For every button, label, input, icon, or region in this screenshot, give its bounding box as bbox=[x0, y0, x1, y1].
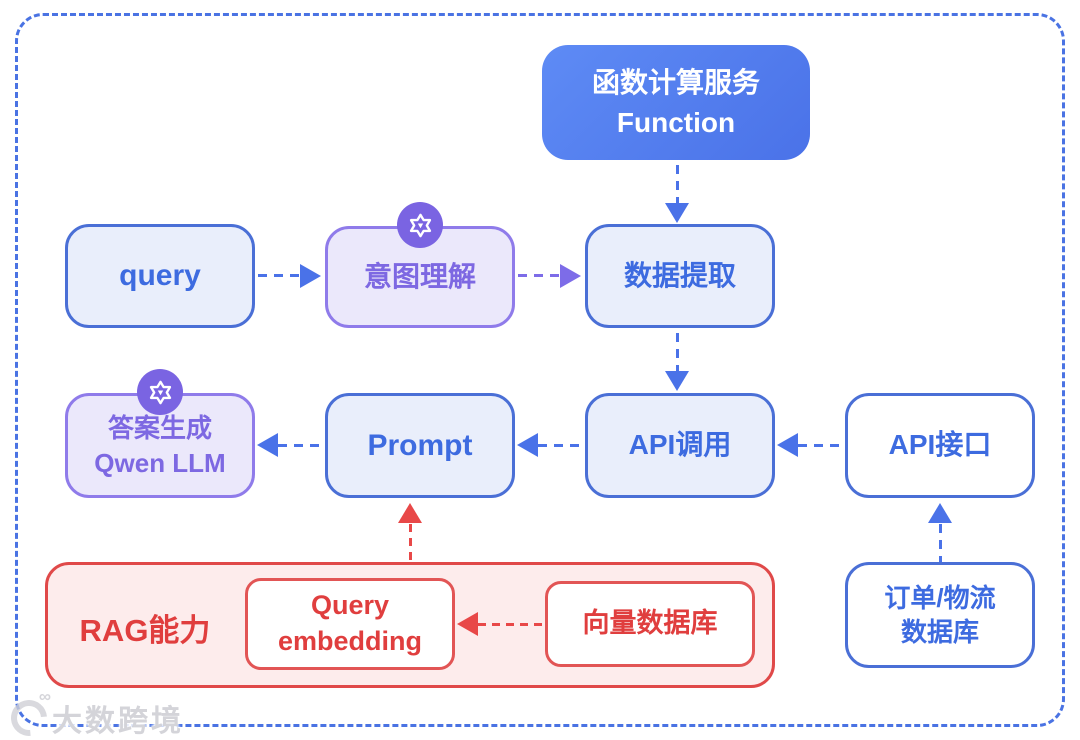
arrow-left-icon bbox=[257, 433, 278, 457]
rag-capability-label: RAG能力 bbox=[79, 613, 211, 648]
qwen-logo-icon bbox=[397, 202, 443, 248]
node-query-embedding: Query embedding bbox=[245, 578, 455, 670]
qwen-logo-icon bbox=[137, 369, 183, 415]
arrow-rag-to-prompt-line bbox=[409, 524, 412, 562]
arc-infinity-logo-icon: ∞ bbox=[3, 687, 55, 740]
watermark: ∞ 大数跨境 bbox=[3, 687, 184, 740]
arrow-right-icon bbox=[300, 264, 321, 288]
arrow-left-icon bbox=[517, 433, 538, 457]
answer-label-en: Qwen LLM bbox=[94, 447, 226, 478]
arrow-up-icon bbox=[398, 503, 422, 523]
arrow-function-to-extract-line bbox=[676, 165, 679, 203]
diagram-outer-dashed-frame bbox=[15, 13, 1065, 727]
arrow-left-icon bbox=[777, 433, 798, 457]
function-service-label-cn: 函数计算服务 bbox=[591, 67, 760, 99]
prompt-label: Prompt bbox=[367, 428, 473, 462]
arrow-vectordb-to-embedding-line bbox=[478, 623, 543, 626]
node-api-interface: API接口 bbox=[845, 393, 1035, 498]
arrow-orderdb-to-interface-line bbox=[939, 524, 942, 562]
arrow-intent-to-extract-line bbox=[518, 274, 560, 277]
intent-label: 意图理解 bbox=[363, 260, 476, 292]
arrow-down-icon bbox=[665, 203, 689, 223]
node-order-logistics-db: 订单/物流 数据库 bbox=[845, 562, 1035, 668]
embedding-label-2: embedding bbox=[277, 626, 422, 656]
arrow-down-icon bbox=[665, 371, 689, 391]
arrow-apicall-to-prompt-line bbox=[538, 444, 583, 447]
watermark-text: 大数跨境 bbox=[52, 705, 184, 738]
node-intent-understanding: 意图理解 bbox=[325, 202, 515, 328]
extract-label: 数据提取 bbox=[623, 259, 736, 291]
vector-db-label: 向量数据库 bbox=[582, 608, 718, 639]
order-db-label-1: 订单/物流 bbox=[884, 582, 996, 613]
arrow-query-to-intent-line bbox=[258, 274, 300, 277]
arrow-extract-to-apicall-line bbox=[676, 333, 679, 371]
arrow-interface-to-apicall-line bbox=[798, 444, 843, 447]
arrow-up-icon bbox=[928, 503, 952, 523]
api-call-label: API调用 bbox=[628, 429, 732, 461]
node-function-service: 函数计算服务 Function bbox=[542, 45, 810, 160]
order-db-label-2: 数据库 bbox=[900, 617, 979, 647]
node-api-call: API调用 bbox=[585, 393, 775, 498]
arrow-right-icon bbox=[560, 264, 581, 288]
node-query: query bbox=[65, 224, 255, 328]
embedding-label-1: Query bbox=[310, 590, 390, 621]
node-answer-generation: 答案生成 Qwen LLM bbox=[65, 369, 255, 498]
node-vector-database: 向量数据库 bbox=[545, 581, 755, 667]
query-label: query bbox=[119, 259, 201, 293]
arrow-left-icon bbox=[457, 612, 478, 636]
node-prompt: Prompt bbox=[325, 393, 515, 498]
answer-label-cn: 答案生成 bbox=[107, 413, 212, 444]
node-data-extraction: 数据提取 bbox=[585, 224, 775, 328]
infinity-icon: ∞ bbox=[38, 687, 51, 706]
api-interface-label: API接口 bbox=[888, 429, 992, 461]
arrow-prompt-to-answer-line bbox=[278, 444, 323, 447]
function-service-label-en: Function bbox=[616, 106, 736, 138]
